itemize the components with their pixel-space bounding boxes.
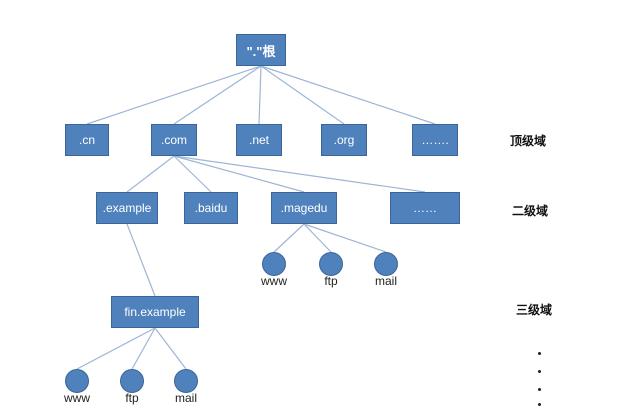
circle-node-icon [374,252,398,276]
edge-com-baidu [173,155,212,193]
sld-node-baidu: .baidu [184,192,238,224]
sld-node-example: .example [96,192,158,224]
level-label-third: 三级域 [516,303,553,317]
edge-root-org [260,65,345,125]
level-label-second: 二级域 [512,204,549,218]
sld-node-magedu: .magedu [271,192,337,224]
root-node: "."根 [236,34,286,66]
host-label-mail: mail [174,391,197,405]
edge-example-fin [126,223,156,297]
sld-node-label: .magedu [280,201,328,215]
third-level-node-fin-example: fin.example [111,296,199,328]
tld-node-label: .cn [78,133,95,147]
edge-magedu-mail [303,223,387,253]
ellipsis-dot [538,388,541,391]
host-label-ftp: ftp [324,274,338,288]
edge-root-cn [86,65,262,125]
edge-com-example [126,155,175,193]
sld-node-label: .baidu [194,201,228,215]
edge-root-com [173,65,262,125]
tld-node-label: .com [160,133,187,147]
tld-node-com: .com [151,124,197,156]
sld-node-label: .example [102,201,152,215]
edge-magedu-ftp [303,223,332,253]
edge-fin-www [76,327,156,370]
host-label-ftp: ftp [125,391,139,405]
host-label-mail: mail [374,274,397,288]
root-node-label: "."根 [246,43,276,59]
edge-com-more [173,155,426,193]
host-label-www: www [64,391,90,405]
edge-fin-ftp [131,327,156,370]
host-label-www: www [261,274,287,288]
tld-node-cn: .cn [65,124,109,156]
tld-node-label: .net [248,133,269,147]
circle-node-icon [262,252,286,276]
ellipsis-dot [538,370,541,373]
sld-node-label: …… [413,201,437,215]
ellipsis-dot [538,403,541,406]
edge-magedu-www [273,223,305,253]
sld-node-more: …… [390,192,460,224]
edge-root-more [260,65,436,125]
tld-node-label: ……. [421,133,449,147]
edge-com-magedu [173,155,305,193]
tld-node-net: .net [236,124,282,156]
tld-node-more: ……. [412,124,458,156]
edge-fin-mail [154,327,187,370]
circle-node-icon [319,252,343,276]
level-label-top: 顶级域 [510,134,547,148]
tld-node-org: .org [321,124,367,156]
third-level-node-label: fin.example [124,305,186,319]
circle-node-icon [65,369,89,393]
circle-node-icon [174,369,198,393]
edge-root-net [258,65,262,125]
ellipsis-dot [538,352,541,355]
tld-node-label: .org [333,133,355,147]
circle-node-icon [120,369,144,393]
